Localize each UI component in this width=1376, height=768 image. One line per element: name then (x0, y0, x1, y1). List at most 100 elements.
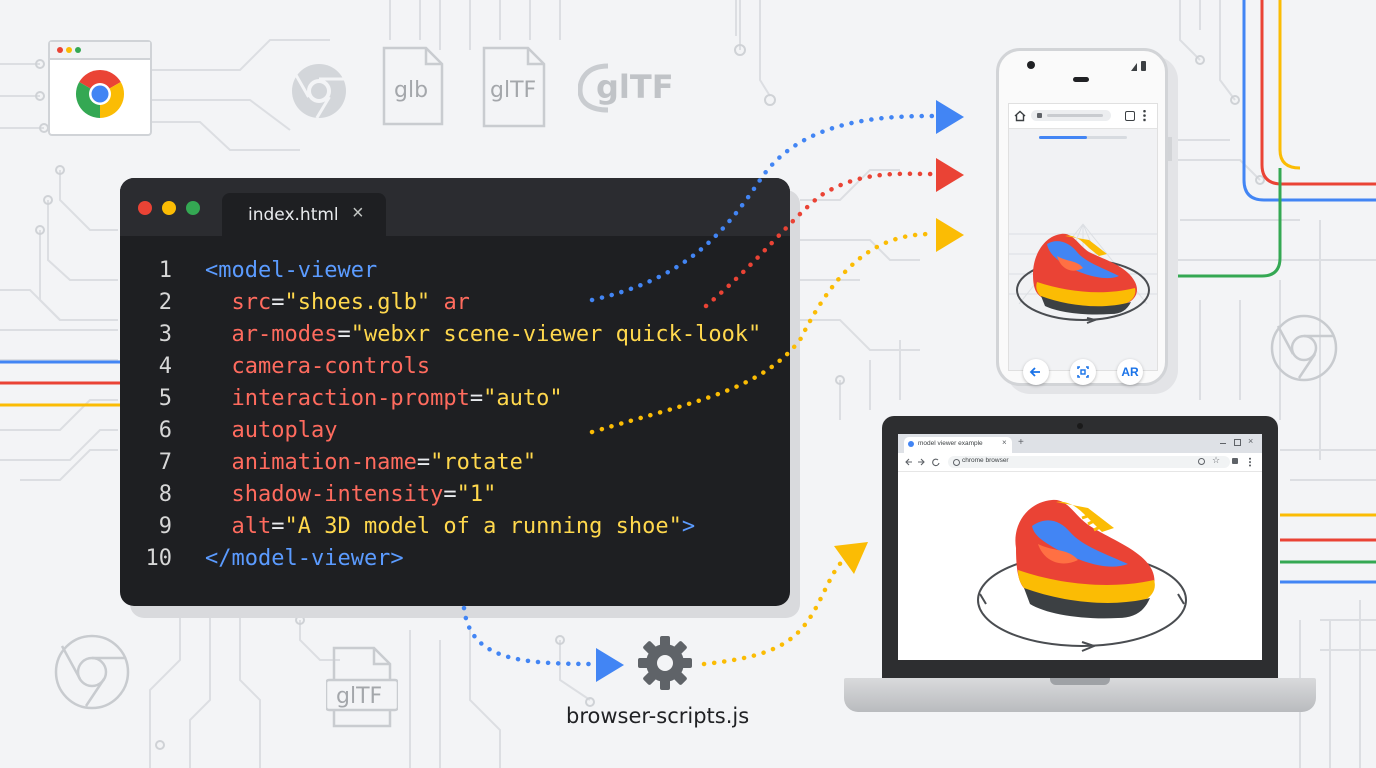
laptop-browser-tab[interactable]: model viewer example × (904, 437, 1012, 453)
menu-dots-icon[interactable] (1249, 457, 1251, 467)
gltf-logo-label: glTF (596, 68, 674, 106)
shoe-model-phone[interactable] (1027, 226, 1145, 322)
code-text: <model-viewer (205, 258, 377, 283)
site-info-icon[interactable] (953, 459, 960, 466)
glb-file-label: glb (394, 78, 429, 103)
tab-label: index.html (248, 205, 339, 225)
chrome-logo-icon (75, 69, 125, 118)
laptop-device: model viewer example × + × chrome browse… (882, 416, 1278, 678)
laptop-notch (1050, 678, 1110, 685)
close-tab-icon[interactable]: × (1002, 438, 1007, 447)
search-icon[interactable] (1198, 458, 1205, 465)
back-button[interactable] (1023, 359, 1049, 385)
code-line[interactable]: 10 </model-viewer> (120, 546, 790, 578)
code-line[interactable]: 9 alt="A 3D model of a running shoe"> (120, 514, 790, 546)
arrowhead-blue-top (936, 100, 964, 134)
gltf-file-label: glTF (336, 684, 383, 709)
code-line[interactable]: 3 ar-modes="webxr scene-viewer quick-loo… (120, 322, 790, 354)
loading-bar-fill (1039, 136, 1088, 139)
phone-camera (1027, 61, 1035, 69)
arrow-red-to-phone (703, 171, 935, 309)
code-token-str: "A 3D model of a running shoe" (284, 514, 682, 539)
laptop-camera (1077, 423, 1083, 429)
code-token-tag: > (681, 514, 696, 539)
new-tab-button[interactable]: + (1018, 437, 1024, 448)
code-token-punc: = (271, 290, 285, 315)
code-text: animation-name="rotate" (205, 450, 536, 475)
code-token-punc: = (337, 322, 351, 347)
code-token-attr: animation-name (205, 450, 417, 475)
phone-screen: AR (1008, 103, 1158, 385)
home-icon[interactable] (1014, 110, 1026, 122)
arrowhead-red (936, 158, 964, 192)
chrome-logo-icon (292, 64, 346, 119)
code-text: src="shoes.glb" ar (205, 290, 469, 315)
code-line[interactable]: 6 autoplay (120, 418, 790, 450)
code-text: shadow-intensity="1" (205, 482, 496, 507)
bookmark-star-icon[interactable]: ☆ (1212, 455, 1221, 465)
code-token-str: "rotate" (430, 450, 537, 475)
code-line[interactable]: 5 interaction-prompt="auto" (120, 386, 790, 418)
line-number: 1 (158, 258, 172, 283)
tabs-icon[interactable] (1125, 111, 1135, 121)
laptop-toolbar: chrome browser ☆ (898, 453, 1262, 472)
code-text: autoplay (205, 418, 337, 443)
laptop-url: chrome browser (962, 457, 1009, 464)
close-tab-icon[interactable]: × (352, 202, 364, 224)
line-number: 4 (158, 354, 172, 379)
phone-side-button (1168, 137, 1172, 161)
phone-speaker (1073, 77, 1089, 82)
line-number: 8 (158, 482, 172, 507)
forward-icon (918, 458, 925, 466)
code-line[interactable]: 4 camera-controls (120, 354, 790, 386)
extensions-icon[interactable] (1232, 458, 1238, 464)
laptop-tab-title: model viewer example (918, 440, 983, 447)
signal-icon (1131, 63, 1137, 71)
code-editor: index.html × 1 <model-viewer 2 src="shoes.… (120, 178, 790, 606)
code-token-attr: autoplay (205, 418, 338, 443)
laptop-omnibox[interactable]: chrome browser (948, 456, 1230, 468)
back-icon (905, 458, 912, 466)
code-line[interactable]: 2 src="shoes.glb" ar (120, 290, 790, 322)
minimize-icon[interactable] (1220, 443, 1226, 444)
code-token-attr: ar-modes (205, 322, 338, 347)
phone-url-bar[interactable] (1009, 104, 1157, 129)
code-text: interaction-prompt="auto" (205, 386, 562, 411)
minimize-window-button[interactable] (162, 201, 176, 215)
code-line[interactable]: 7 animation-name="rotate" (120, 450, 790, 482)
line-number: 6 (158, 418, 172, 443)
gltf-logo-icon: glTF (578, 60, 674, 116)
browser-scripts-label: browser-scripts.js (566, 704, 750, 728)
maximize-icon[interactable] (1234, 439, 1241, 446)
code-line[interactable]: 8 shadow-intensity="1" (120, 482, 790, 514)
tab-index-html[interactable]: index.html × (222, 193, 386, 236)
close-window-icon[interactable]: × (1248, 436, 1254, 446)
lock-icon (1037, 113, 1042, 118)
view-in-space-button[interactable] (1070, 359, 1096, 385)
code-token-punc: = (469, 386, 484, 411)
shoe-model-laptop[interactable] (1002, 496, 1170, 628)
phone-omnibox[interactable] (1031, 110, 1111, 121)
arrow-yellow-to-phone (589, 231, 935, 435)
code-token-tag: </model-viewer> (205, 546, 404, 571)
code-token-attr: alt (205, 514, 272, 539)
close-window-button[interactable] (138, 201, 152, 215)
ar-button[interactable]: AR (1117, 359, 1143, 385)
line-number: 2 (158, 290, 172, 315)
arrowhead-yellow-top (936, 218, 964, 252)
code-line[interactable]: 1 <model-viewer (120, 258, 790, 290)
code-token-str: "webxr scene-viewer quick-look" (350, 322, 762, 347)
code-token-attr: interaction-prompt (205, 386, 470, 411)
line-number: 10 (145, 546, 173, 571)
arrowhead-blue-bottom (596, 648, 624, 682)
gltf-file-icon: glTF (326, 646, 398, 728)
maximize-window-button[interactable] (186, 201, 200, 215)
gltf-file-icon: glTF (482, 46, 546, 128)
line-number: 7 (158, 450, 172, 475)
menu-dots-icon[interactable] (1143, 109, 1146, 122)
glb-file-icon: glb (382, 46, 444, 126)
code-token-attr: src (205, 290, 272, 315)
arrow-blue-to-gear (461, 605, 599, 667)
arrow-blue-to-phone (589, 113, 935, 303)
